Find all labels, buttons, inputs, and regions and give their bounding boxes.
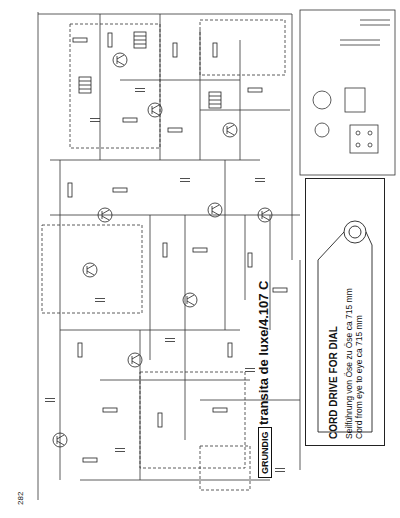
components <box>45 32 287 472</box>
cord-drive-panel: CORD DRIVE FOR DIALSeilführung von Öse z… <box>305 178 385 446</box>
panel-heading: CORD DRIVE FOR DIAL <box>328 274 341 439</box>
connector-pinouts <box>300 10 395 175</box>
wiring <box>38 12 300 500</box>
panel-note: Seilführung von Öse zu Öse ca 715 mm Cor… <box>344 274 365 439</box>
model-title: transita de luxe/4.107 C <box>256 280 271 425</box>
module-outlines <box>42 20 285 490</box>
brand-logo: GRUNDIG <box>258 428 272 479</box>
rotated-text-frame: CORD DRIVE FOR DIALSeilführung von Öse z… <box>328 274 368 439</box>
page-number: 282 <box>16 492 25 505</box>
